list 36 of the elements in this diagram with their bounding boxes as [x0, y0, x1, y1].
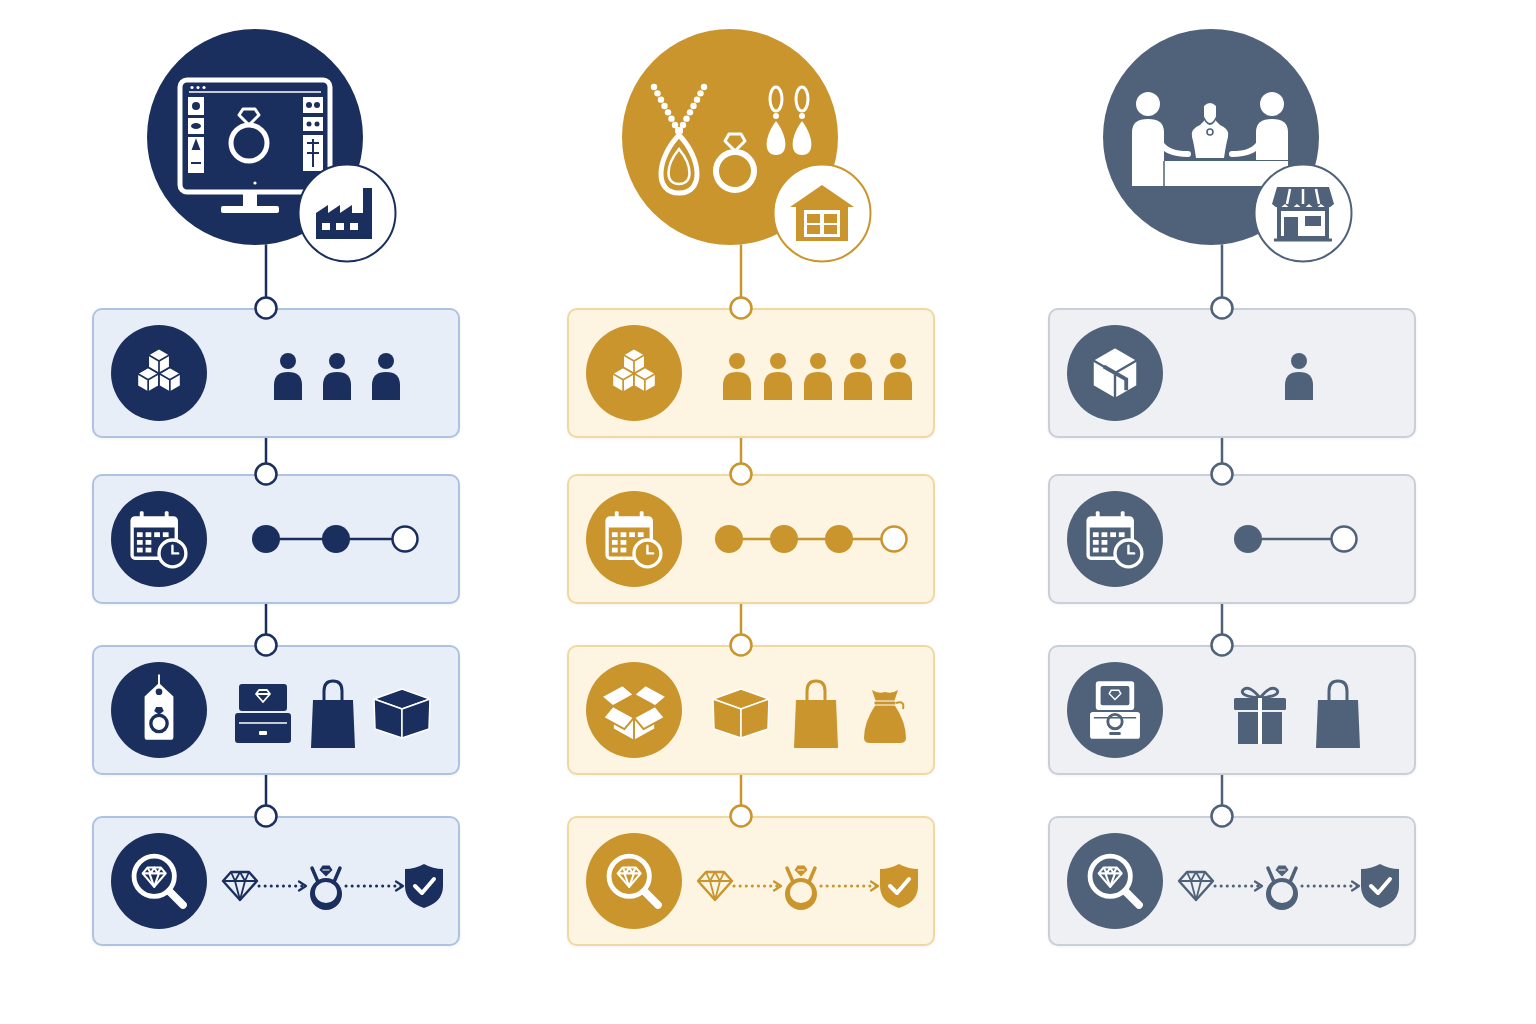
connector-line — [729, 244, 753, 320]
step-panel — [1048, 308, 1416, 438]
connector-line — [254, 604, 278, 657]
dotted-arrow — [344, 880, 405, 892]
connector-line — [1210, 604, 1234, 657]
connector-line — [1210, 775, 1234, 828]
connector-line — [254, 775, 278, 828]
connector-line — [729, 604, 753, 657]
shield-check-icon — [1359, 862, 1401, 910]
step-panel — [92, 308, 460, 438]
dotted-arrow — [257, 880, 308, 892]
dotted-arrow — [1300, 880, 1361, 892]
gem-icon — [696, 870, 734, 902]
gem-icon — [221, 870, 259, 902]
shield-check-icon — [878, 862, 920, 910]
step-panel — [92, 474, 460, 604]
step-panel — [92, 645, 460, 775]
step-panel — [567, 645, 935, 775]
step-panel — [92, 816, 460, 946]
dotted-arrow — [819, 880, 880, 892]
dotted-arrow — [732, 880, 783, 892]
connector-line — [1210, 438, 1234, 486]
step-panel — [567, 474, 935, 604]
connector-line — [254, 244, 278, 320]
connector-line — [1210, 244, 1234, 320]
step-panel — [567, 308, 935, 438]
step-panel — [567, 816, 935, 946]
connector-line — [254, 438, 278, 486]
step-panel — [1048, 645, 1416, 775]
step-panel — [1048, 474, 1416, 604]
step-panel — [1048, 816, 1416, 946]
shield-check-icon — [403, 862, 445, 910]
connector-line — [729, 775, 753, 828]
connector-line — [729, 438, 753, 486]
dotted-arrow — [1213, 880, 1264, 892]
gem-icon — [1177, 870, 1215, 902]
